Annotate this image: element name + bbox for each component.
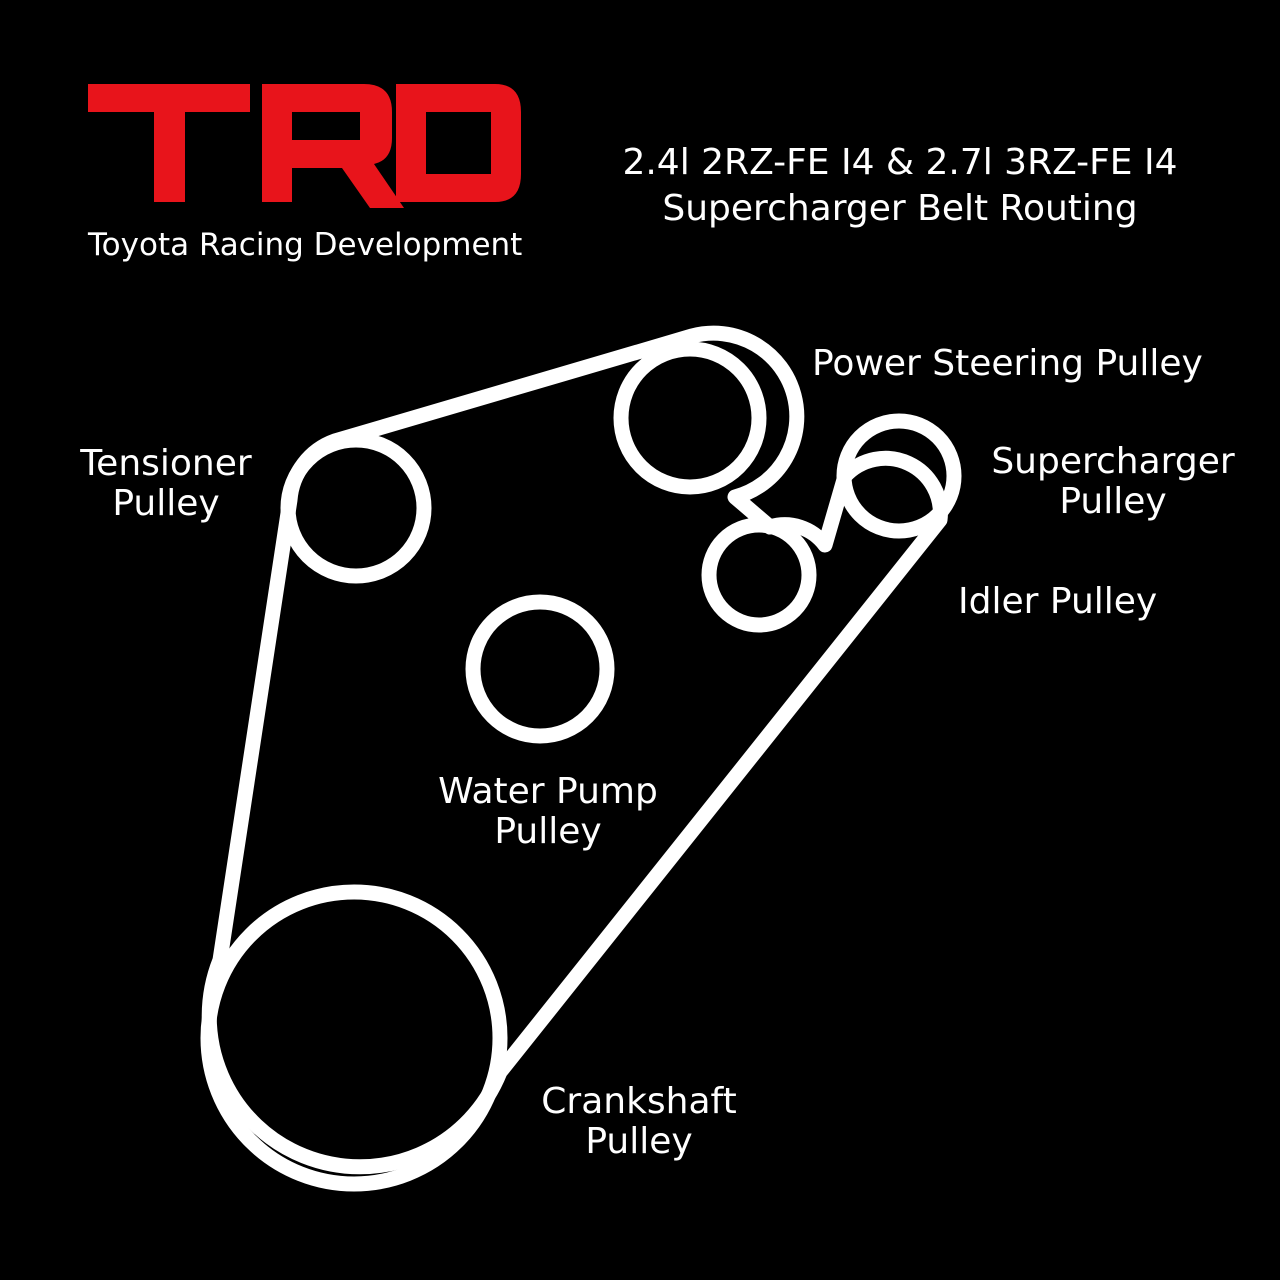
idler-pulley bbox=[701, 517, 817, 633]
label-idler-pulley: Idler Pulley bbox=[958, 581, 1158, 622]
logo-tagline: Toyota Racing Development bbox=[88, 227, 523, 263]
tensioner-pulley bbox=[280, 432, 432, 584]
diagram-title-line-2: Supercharger Belt Routing bbox=[662, 188, 1138, 229]
crankshaft-pulley bbox=[200, 884, 508, 1192]
power-steering-pulley bbox=[613, 341, 767, 495]
label-crankshaft-pulley: Crankshaft Pulley bbox=[541, 1081, 737, 1163]
water-pump-pulley bbox=[465, 594, 615, 744]
label-power-steering-pulley: Power Steering Pulley bbox=[812, 343, 1203, 384]
label-supercharger-pulley: Supercharger Pulley bbox=[991, 441, 1235, 523]
label-tensioner-pulley: Tensioner Pulley bbox=[80, 443, 252, 525]
diagram-title-line-1: 2.4l 2RZ-FE I4 & 2.7l 3RZ-FE I4 bbox=[622, 142, 1178, 183]
label-water-pump-pulley: Water Pump Pulley bbox=[438, 771, 658, 853]
supercharger-pulley bbox=[836, 413, 962, 539]
